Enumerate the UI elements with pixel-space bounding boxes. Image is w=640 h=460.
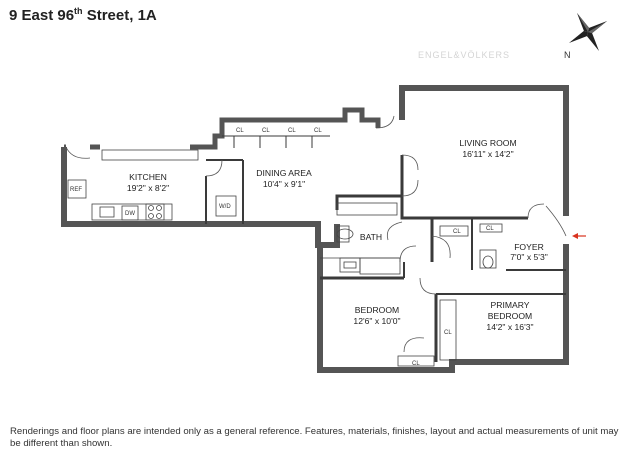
refrigerator-label: REF <box>70 187 82 193</box>
watermark-logo: ENGEL&VÖLKERS <box>418 50 511 60</box>
closet-label: CL <box>314 128 322 134</box>
page-title: 9 East 96th Street, 1A <box>9 6 157 24</box>
primary-bedroom-dims: 14'2" x 16'3" <box>486 322 533 332</box>
primary-bedroom-name-2: BEDROOM <box>488 311 532 321</box>
living-dims: 16'11" x 14'2" <box>462 149 513 159</box>
compass-rose-icon: N <box>564 12 608 60</box>
closet-label: CL <box>288 128 296 134</box>
bedroom-dims: 12'6" x 10'0" <box>353 316 400 326</box>
foyer-name: FOYER <box>514 242 544 252</box>
kitchen-dims: 19'2" x 8'2" <box>127 183 169 193</box>
closet-label: CL <box>453 229 461 235</box>
dining-dims: 10'4" x 9'1" <box>263 179 305 189</box>
floor-plan: KITCHEN 19'2" x 8'2" DINING AREA 10'4" x… <box>61 85 586 373</box>
closet-label: CL <box>444 330 452 336</box>
foyer-dims: 7'0" x 5'3" <box>510 252 548 262</box>
kitchen-name: KITCHEN <box>129 172 167 182</box>
closet-label: CL <box>412 361 420 367</box>
doors <box>65 115 567 353</box>
closet-label: CL <box>236 128 244 134</box>
living-name: LIVING ROOM <box>459 138 516 148</box>
bedroom-name: BEDROOM <box>355 305 399 315</box>
disclaimer-text: Renderings and floor plans are intended … <box>10 426 619 449</box>
dining-name: DINING AREA <box>256 168 312 178</box>
fixtures <box>67 149 503 367</box>
entry-arrow-icon <box>572 233 586 239</box>
bath-name: BATH <box>360 232 382 242</box>
closet-label: CL <box>262 128 270 134</box>
closet-label: CL <box>486 226 494 232</box>
north-label: N <box>564 50 571 60</box>
dishwasher-label: DW <box>125 211 135 217</box>
washer-dryer-label: W/D <box>219 204 231 210</box>
primary-bedroom-name-1: PRIMARY <box>491 300 530 310</box>
